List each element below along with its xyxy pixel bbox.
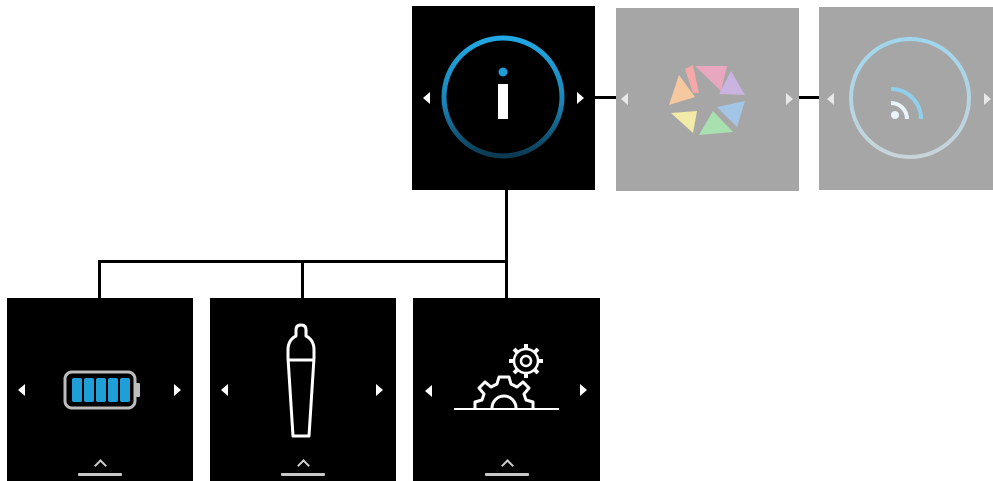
battery-icon [63, 370, 140, 410]
chevron-up-icon [297, 459, 310, 472]
connector-info-down [505, 190, 508, 262]
back-up-indicator[interactable] [413, 459, 600, 481]
wireless-signal-icon [849, 37, 971, 159]
connector-info-camera [595, 96, 616, 99]
device-tube-icon [286, 323, 316, 438]
chevron-up-icon [500, 459, 514, 472]
indicator-bar [281, 473, 325, 476]
nav-left-arrow-icon[interactable] [827, 93, 834, 105]
connector-to-battery [98, 260, 101, 298]
camera-aperture-icon [669, 65, 745, 135]
nav-right-arrow-icon[interactable] [577, 92, 584, 104]
connector-to-device [301, 260, 304, 298]
nav-right-arrow-icon[interactable] [786, 93, 793, 105]
nav-left-arrow-icon[interactable] [423, 92, 430, 104]
nav-right-arrow-icon[interactable] [580, 384, 587, 396]
nav-left-arrow-icon[interactable] [18, 384, 25, 396]
nav-right-arrow-icon[interactable] [174, 384, 181, 396]
settings-gears-icon [454, 344, 559, 410]
info-icon [441, 35, 565, 159]
connector-to-settings [505, 260, 508, 298]
back-up-indicator[interactable] [7, 459, 193, 481]
indicator-bar [78, 473, 122, 476]
nav-left-arrow-icon[interactable] [221, 384, 228, 396]
back-up-indicator[interactable] [210, 459, 396, 481]
camera-screen[interactable] [616, 8, 799, 191]
info-screen[interactable] [412, 6, 595, 190]
battery-screen[interactable] [7, 298, 193, 481]
nav-left-arrow-icon[interactable] [621, 93, 628, 105]
wireless-screen[interactable] [819, 7, 993, 190]
nav-right-arrow-icon[interactable] [984, 93, 991, 105]
chevron-up-icon [94, 459, 107, 472]
nav-left-arrow-icon[interactable] [425, 385, 432, 397]
nav-right-arrow-icon[interactable] [376, 384, 383, 396]
settings-screen[interactable] [413, 298, 600, 481]
device-screen[interactable] [210, 298, 396, 481]
connector-camera-wireless [799, 96, 819, 99]
indicator-bar [484, 473, 529, 476]
